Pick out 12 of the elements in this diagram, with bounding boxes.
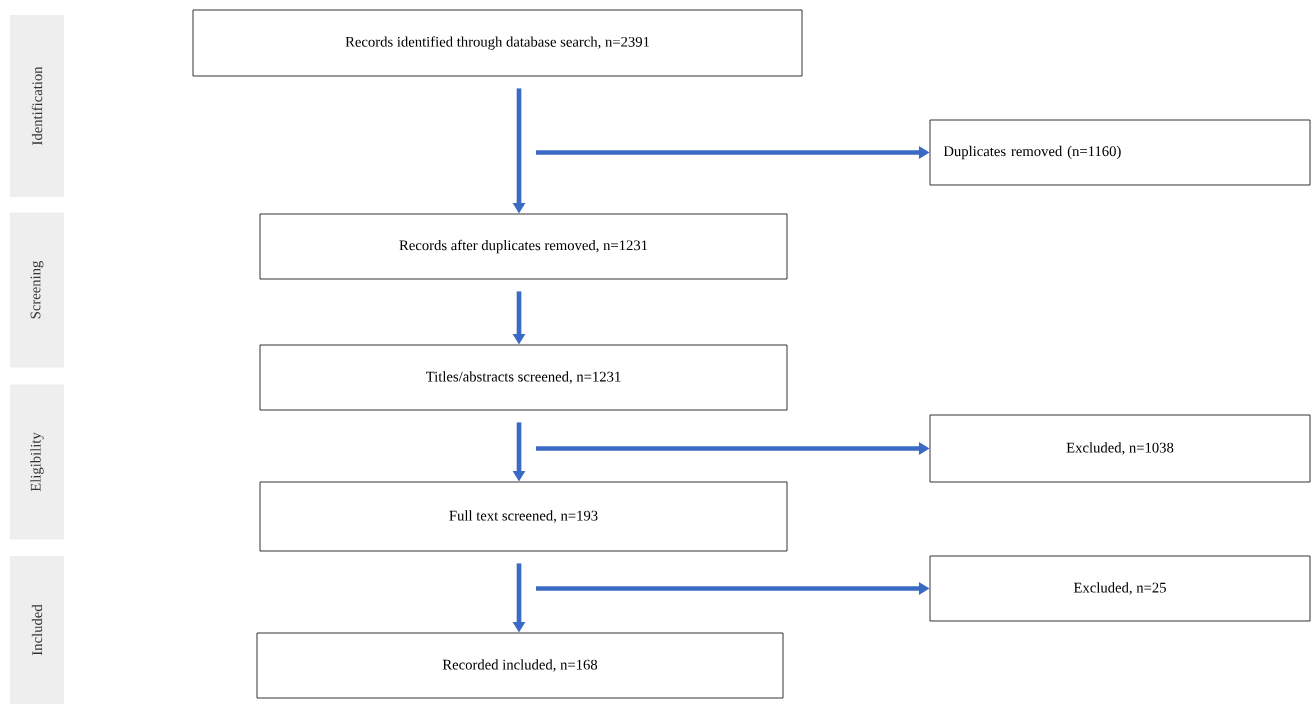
phase-band: Included (10, 556, 64, 704)
process-box: Titles/abstracts screened, n=1231 (259, 344, 788, 411)
process-box: Duplicates removed (n=1160) (929, 119, 1311, 186)
phase-band: Screening (10, 212, 64, 368)
process-box: Records after duplicates removed, n=1231 (259, 213, 788, 280)
process-box: Full text screened, n=193 (259, 481, 788, 552)
process-box: Records identified through database search, n=2391 (192, 9, 803, 77)
phase-band: Identification (10, 15, 64, 197)
process-box: Excluded, n=25 (929, 555, 1311, 622)
process-box: Recorded included, n=168 (256, 632, 784, 699)
process-box: Excluded, n=1038 (929, 414, 1311, 483)
phase-band: Eligibility (10, 384, 64, 540)
